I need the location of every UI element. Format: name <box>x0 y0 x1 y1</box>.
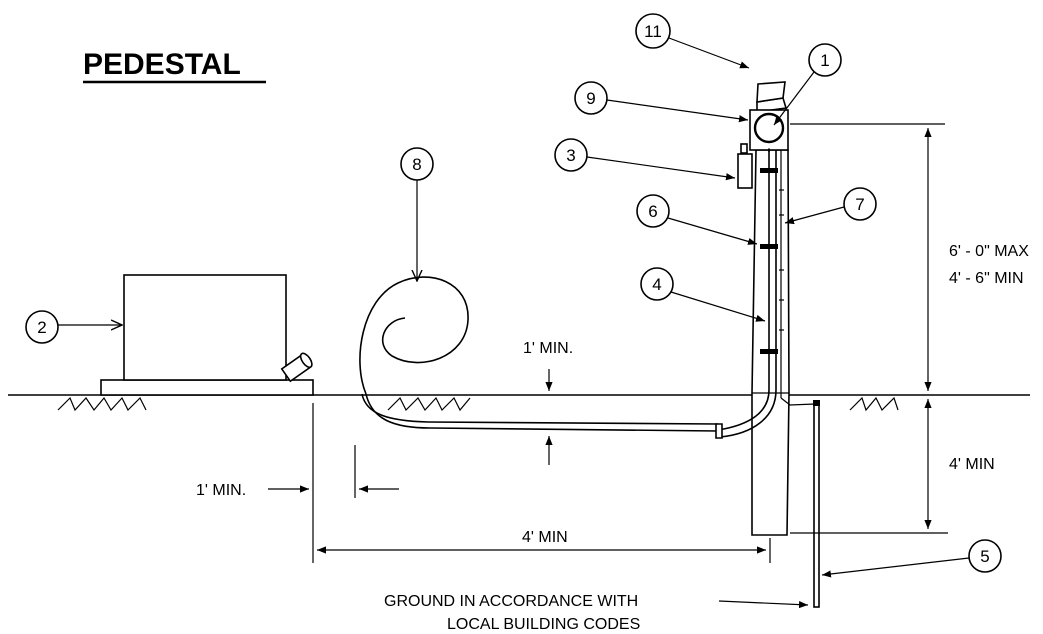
callout-6: 6 <box>636 194 758 245</box>
ground-note-line1: GROUND IN ACCORDANCE WITH <box>384 593 638 610</box>
horizontal-min-label: 1' MIN. <box>196 482 246 499</box>
callout-11: 11 <box>635 13 750 69</box>
height-max-label: 6' - 0" MAX <box>949 243 1029 260</box>
callout-7-number: 7 <box>855 195 864 214</box>
disconnect-device <box>737 143 753 189</box>
callout-2: 2 <box>25 310 122 344</box>
pedestal-post <box>751 149 790 536</box>
callout-1: 1 <box>773 43 842 126</box>
page-title: PEDESTAL <box>83 48 241 81</box>
ground-wire-staples <box>779 189 784 331</box>
height-min-label: 4' - 6" MIN <box>949 270 1024 287</box>
callout-3-number: 3 <box>566 146 575 165</box>
ground-rod <box>813 400 820 608</box>
ground-note-line2: LOCAL BUILDING CODES <box>447 616 640 633</box>
title-group: PEDESTAL <box>83 48 266 84</box>
ground-note-leader <box>718 600 809 609</box>
conduit <box>715 150 777 439</box>
callout-3: 3 <box>554 138 736 181</box>
equipment-pad <box>100 379 314 396</box>
callout-5-number: 5 <box>980 547 989 566</box>
callout-4-number: 4 <box>652 275 661 294</box>
strap-1 <box>760 168 778 173</box>
callout-2-number: 2 <box>37 318 46 337</box>
ground-rod-body <box>813 401 820 608</box>
ground-wire <box>779 150 816 406</box>
post-body <box>751 149 790 536</box>
dimension-horizontal-min: 1' MIN. <box>196 403 399 563</box>
post-cap-top <box>756 81 786 103</box>
dimension-cover-depth: 1' MIN. <box>523 340 573 465</box>
conduit-straps <box>760 168 778 354</box>
equipment-unit <box>100 274 314 396</box>
callout-9: 9 <box>574 81 749 123</box>
earth-hatch-right <box>849 396 899 412</box>
cable-loop <box>359 276 469 395</box>
callout-4: 4 <box>640 267 766 322</box>
conduit-line-b <box>719 150 777 438</box>
callout-6-number: 6 <box>648 202 657 221</box>
callout-8: 8 <box>400 147 434 281</box>
ground-rod-clamp <box>813 400 820 406</box>
distance-to-post-label: 4' MIN <box>522 529 568 546</box>
meter-assembly <box>749 81 789 152</box>
callout-9-number: 9 <box>586 89 595 108</box>
dimension-above-grade: 6' - 0" MAX 4' - 6" MIN <box>790 123 1029 391</box>
ground-wire-lead <box>780 397 816 406</box>
burial-depth-label: 4' MIN <box>949 456 995 473</box>
coiled-cable <box>359 276 719 432</box>
conduit-line-a <box>717 150 770 431</box>
callout-8-number: 8 <box>412 155 421 174</box>
earth-hatch-middle <box>387 396 471 412</box>
dimension-distance-to-post: 4' MIN <box>317 529 771 563</box>
cable-run-upper <box>361 393 719 425</box>
equipment-box <box>123 274 287 381</box>
cable-run-lower <box>365 393 719 432</box>
earth-hatch-left <box>57 396 147 412</box>
callout-5: 5 <box>821 539 1002 578</box>
equipment-fitting <box>280 352 313 383</box>
conduit-end <box>715 423 723 439</box>
disconnect-body <box>737 153 753 189</box>
strap-2 <box>760 244 778 249</box>
callout-7: 7 <box>784 187 877 225</box>
cover-depth-label: 1' MIN. <box>523 340 573 357</box>
ground-note: GROUND IN ACCORDANCE WITH LOCAL BUILDING… <box>384 593 809 633</box>
callout-11-number: 11 <box>644 22 662 41</box>
dimension-burial-depth: 4' MIN <box>790 399 995 534</box>
strap-3 <box>760 349 778 354</box>
callout-1-number: 1 <box>820 51 829 70</box>
